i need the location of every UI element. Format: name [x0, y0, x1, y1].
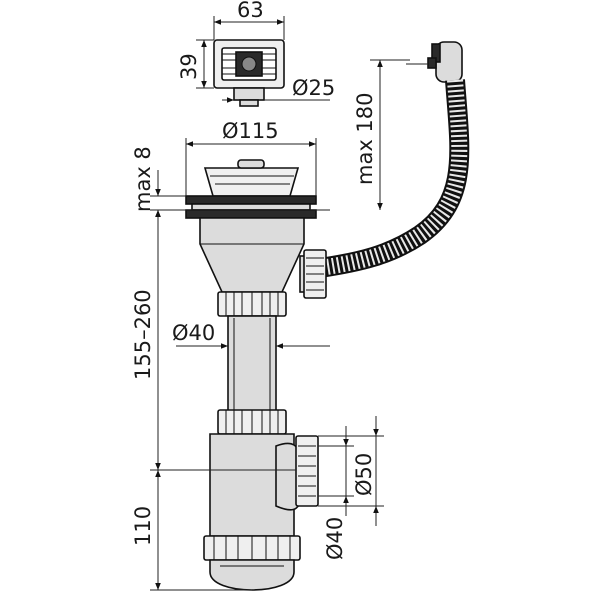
dim-height-range: 155–260 — [131, 210, 296, 471]
dim-overflow-outlet: Ø25 — [222, 76, 335, 103]
vertical-tube — [227, 315, 277, 413]
dim-outlet-o50: Ø50 — [318, 416, 384, 526]
dim-trap-height: 110 — [131, 470, 252, 591]
dim-outlet-o40: Ø40 — [318, 426, 354, 560]
outlet-nut — [295, 435, 319, 507]
strainer-basket — [185, 159, 317, 219]
dim-label-tube-o40: Ø40 — [172, 321, 215, 345]
dim-label-max8: max 8 — [131, 146, 155, 212]
dim-label-max180: max 180 — [353, 92, 377, 185]
dim-label-110: 110 — [131, 506, 155, 546]
dim-label-o25: Ø25 — [292, 76, 335, 100]
dim-overflow-height: 39 — [177, 39, 214, 89]
corrugated-hose — [318, 79, 470, 278]
dim-overflow-width: 63 — [213, 0, 285, 40]
lower-union-nut — [217, 409, 287, 435]
dim-label-63: 63 — [237, 0, 264, 22]
dim-strainer-diameter: Ø115 — [185, 119, 317, 196]
dim-label-39: 39 — [177, 53, 201, 80]
dim-label-o115: Ø115 — [222, 119, 279, 143]
dim-label-o50: Ø50 — [352, 453, 376, 496]
bottle-trap — [203, 433, 319, 591]
funnel-body — [199, 217, 327, 299]
hose-connector — [406, 41, 463, 83]
upper-union-nut — [217, 291, 287, 317]
trap-bottom-cup — [209, 559, 295, 591]
overflow-outlet-nut — [233, 87, 265, 101]
dim-label-outlet-o40: Ø40 — [323, 517, 347, 560]
overflow-assembly — [213, 39, 285, 107]
dim-label-155-260: 155–260 — [131, 289, 155, 380]
dim-tube-diameter: Ø40 — [172, 321, 330, 349]
dim-hose-max: max 180 — [353, 59, 410, 210]
